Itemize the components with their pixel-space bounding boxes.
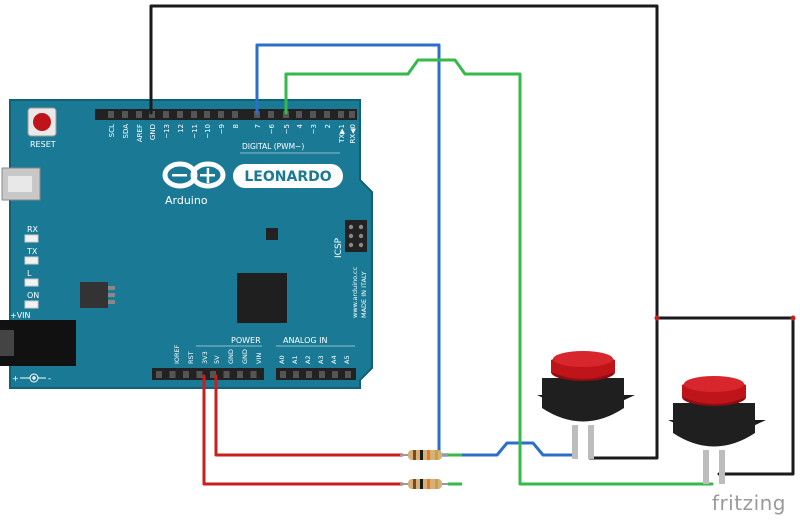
analog-pin-labels: A0 A1 A2 A3 A4 A5 <box>278 355 351 364</box>
digital-pin-label: AREF <box>136 124 144 142</box>
digital-pin-label: ~6 <box>268 123 276 134</box>
digital-pin-label: 2 <box>324 124 332 128</box>
led-label: ON <box>27 291 39 300</box>
small-chip <box>266 228 278 240</box>
arduino-board: RESET SCL SDA AREF GND ~13 12 ~11 ~10 ~9 8 7 ~6 ~5 4 ~… <box>0 99 373 389</box>
push-button-1[interactable] <box>537 351 635 459</box>
digital-pin-label: ~11 <box>191 124 199 139</box>
svg-text:-: - <box>48 374 51 384</box>
status-leds: RX TX L ON <box>24 225 39 309</box>
led-label: RX <box>27 225 39 234</box>
digital-pin-label: ~10 <box>204 124 212 139</box>
board-website: www.arduino.cc <box>351 266 359 318</box>
power-pin-label: IOREF <box>173 344 181 364</box>
wire-junctions <box>654 315 796 321</box>
digital-pin-label: SDA <box>122 124 130 139</box>
digital-pin-label: RX◀0 <box>349 124 357 144</box>
digital-pin-label: 7 <box>254 124 262 128</box>
resistor-1 <box>400 450 448 460</box>
status-led <box>24 256 39 265</box>
power-pin-label: GND <box>241 349 249 364</box>
analog-pin-label: A4 <box>330 355 338 364</box>
reset-button[interactable] <box>27 107 57 137</box>
digital-pin-label: GND <box>149 124 157 140</box>
power-pin-label: 5V <box>213 355 221 364</box>
blue-wire <box>255 43 578 457</box>
analog-header <box>276 368 356 380</box>
analog-pin-label: A0 <box>278 355 286 364</box>
power-label: POWER <box>231 336 261 345</box>
power-pin-labels: IOREF RST 3V3 5V GND GND VIN <box>173 344 263 364</box>
power-pin-label: GND <box>227 349 235 364</box>
fritzing-watermark: fritzing <box>711 491 786 515</box>
arduino-logo <box>162 161 226 189</box>
red-wire-5v <box>214 374 404 457</box>
arduino-brand: Arduino <box>165 194 208 207</box>
resistor-2 <box>400 479 448 489</box>
led-label: L <box>27 269 32 278</box>
power-pin-label: 3V3 <box>201 351 209 364</box>
digital-pin-label: TX▶1 <box>338 124 346 144</box>
analog-pin-label: A1 <box>291 355 299 364</box>
digital-header <box>95 109 357 120</box>
power-pin-label: VIN <box>255 353 263 364</box>
digital-pin-label: ~9 <box>218 124 226 134</box>
digital-pin-label: SCL <box>108 124 116 137</box>
power-pin-label: RST <box>187 351 195 364</box>
board-name-plate <box>233 164 343 188</box>
analog-pin-label: A5 <box>343 355 351 364</box>
digital-pin-labels: SCL SDA AREF GND ~13 12 ~11 ~10 ~9 8 7 ~6 ~5 4 ~3 2 TX▶1… <box>108 123 357 143</box>
analog-label: ANALOG IN <box>283 336 328 345</box>
status-led <box>24 278 39 287</box>
board-made-in: MADE IN ITALY <box>360 271 368 318</box>
red-wire-3v3 <box>202 374 404 486</box>
barrel-jack <box>0 320 76 366</box>
digital-pin-label: ~3 <box>310 124 318 134</box>
polarity-symbol: + - <box>12 373 51 384</box>
status-led <box>24 234 39 243</box>
analog-pin-label: A2 <box>304 355 312 364</box>
vin-label: +VIN <box>10 311 31 320</box>
analog-pin-label: A3 <box>317 355 325 364</box>
green-wire <box>284 58 714 486</box>
digital-pin-label: ~13 <box>163 124 171 139</box>
digital-pin-label: 12 <box>177 124 185 133</box>
icsp-label: ICSP <box>334 237 344 258</box>
microcontroller-chip <box>237 273 287 323</box>
voltage-regulator <box>80 282 108 308</box>
svg-text:+: + <box>12 374 19 383</box>
icsp-header <box>345 220 367 252</box>
power-header <box>152 368 264 380</box>
reset-label: RESET <box>30 140 56 149</box>
led-label: TX <box>26 247 38 256</box>
board-name: LEONARDO <box>244 169 331 185</box>
digital-pin-label: ~5 <box>283 124 291 134</box>
digital-pin-label: 4 <box>296 123 304 128</box>
digital-label: DIGITAL (PWM~) <box>242 142 304 151</box>
ground-wire <box>149 4 795 476</box>
push-button-2[interactable] <box>668 376 766 484</box>
digital-pin-label: 8 <box>232 124 240 128</box>
status-led <box>24 300 39 309</box>
